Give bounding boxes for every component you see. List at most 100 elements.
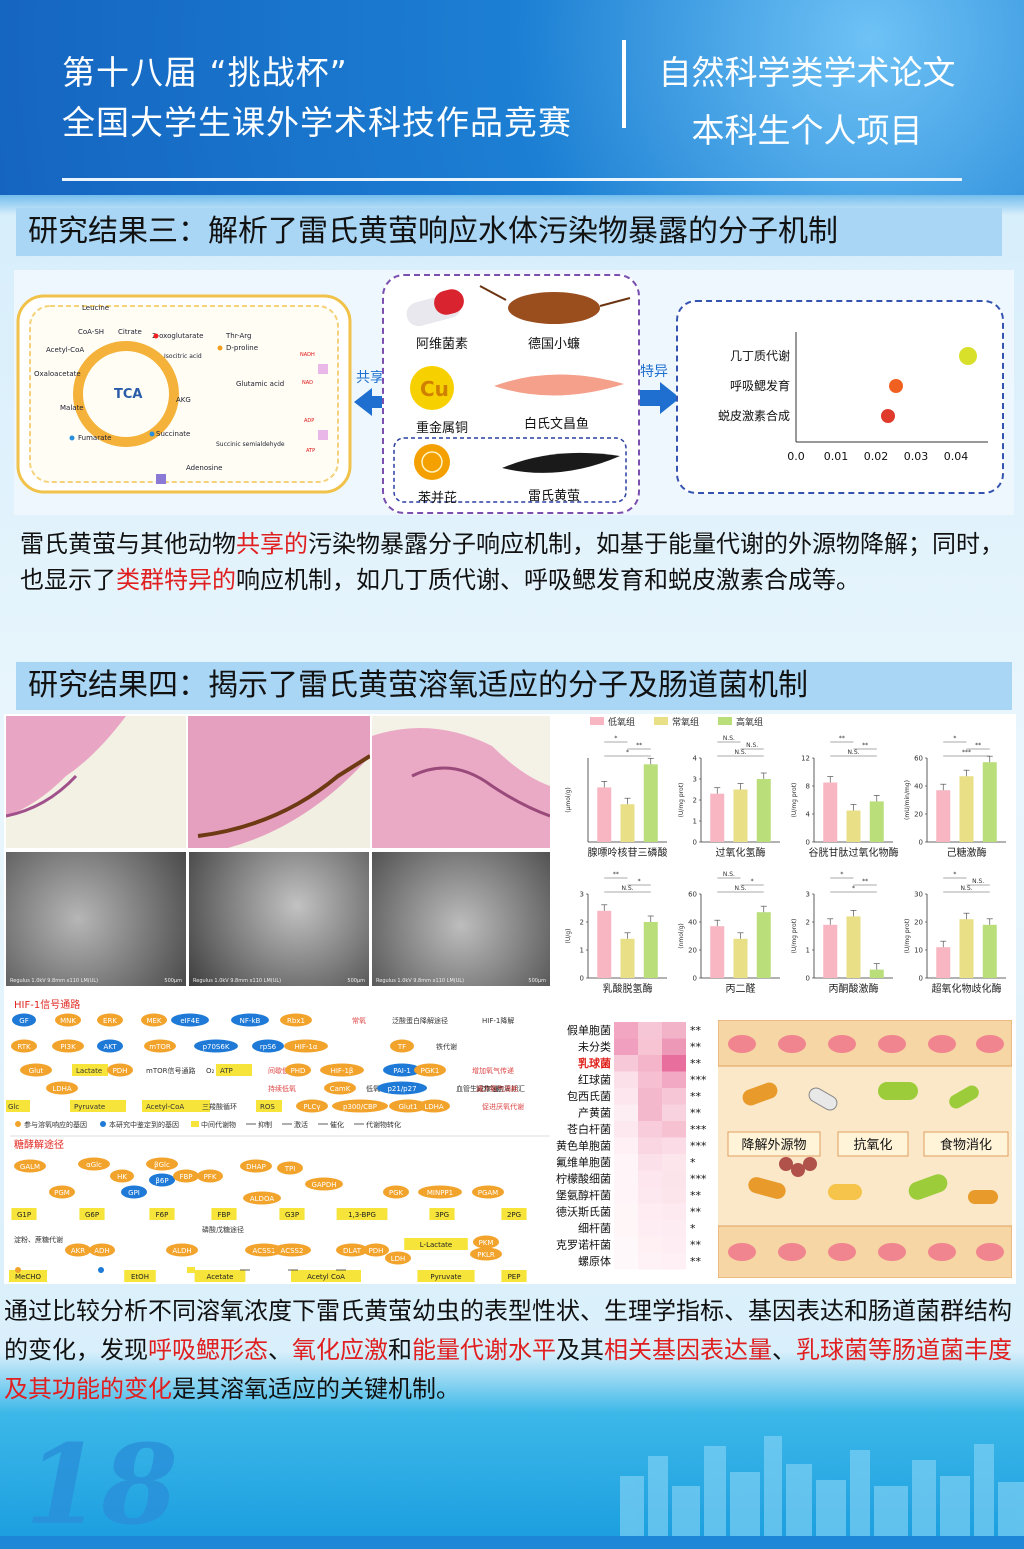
heatmap-svg: 假单胞菌**未分类**乳球菌**红球菌***包西氏菌**产黄菌**苍白杆菌***…: [545, 1022, 707, 1270]
gut-function-labels: 降解外源物 抗氧化 食物消化: [727, 1131, 1009, 1157]
coa-label: CoA-SH: [78, 328, 104, 336]
competition-line1: 第十八届 “挑战杯”: [62, 53, 348, 92]
bar: [959, 919, 974, 978]
pathway-text: 持续低氧: [268, 1084, 296, 1093]
heatmap-cell: [662, 1088, 686, 1105]
bar-tick-label: 3: [693, 776, 697, 784]
pathway-node-label: eIF4E: [180, 1017, 199, 1025]
bar-tick-label: 2: [693, 797, 697, 805]
heatmap-taxon: 鞘堡氨醇杆菌: [556, 1188, 611, 1202]
heatmap-cell: [638, 1187, 662, 1204]
pathway-node-label: MNK: [60, 1017, 76, 1025]
heatmap-cell: [638, 1203, 662, 1220]
dotplot-category: 呼吸鳃发育: [730, 378, 790, 393]
bar-tick-label: 2: [580, 919, 584, 927]
pathway-node-label: PAI-1: [393, 1067, 411, 1075]
pathway-node: [14, 1159, 46, 1173]
heatmap-taxon: 螺原体: [578, 1254, 611, 1268]
bar-tick-label: 40: [914, 783, 923, 791]
sig-label: **: [862, 878, 868, 885]
pathway-node-label: ACSS1: [253, 1247, 276, 1255]
heatmap-cell: [662, 1220, 686, 1237]
heatmap-taxon: 克罗诺杆菌: [556, 1238, 611, 1252]
metabolite-box: [11, 1208, 37, 1220]
metabolite-box: [216, 1064, 252, 1076]
metabolite-box: [417, 1270, 475, 1282]
city-skyline: [620, 1436, 1024, 1536]
sig-label: **: [613, 871, 619, 878]
pathway-node: [49, 1185, 75, 1199]
heatmap-cell: [614, 1038, 638, 1055]
pathway-text: ATP: [220, 1067, 233, 1075]
sem-scale: 500μm: [347, 978, 365, 984]
pathway-node: [273, 1243, 311, 1257]
text-run: 通过比较分析不同溶氧浓度下雷氏黄萤幼虫的表型性状、生理学指标、基因表达和肠道菌群…: [4, 1297, 1012, 1364]
pathway-node: [65, 1243, 91, 1257]
acetyl-label: Acetyl-CoA: [46, 346, 84, 354]
pathway-text: 激活: [294, 1120, 308, 1129]
pathway-node-label: PHD: [291, 1067, 306, 1075]
bar-tick-label: 20: [688, 947, 697, 955]
pathway-node: [231, 1013, 269, 1027]
section3-paragraph: 雷氏黄萤与其他动物共享的污染物暴露分子响应机制，如基于能量代谢的外源物降解；同时…: [20, 526, 1010, 598]
bar-panel-title: 谷胱甘肽过氧化物酶: [809, 846, 899, 859]
heatmap-taxon: 氟维单胞菌: [556, 1156, 611, 1169]
metabolite-box: [291, 1270, 361, 1282]
pathway-node-label: Glut: [29, 1067, 44, 1075]
heatmap-taxon: 假黄色单胞菌: [556, 1139, 611, 1153]
pollutant-name: 雷氏黄萤: [528, 489, 580, 504]
bar-tick-label: 40: [688, 919, 697, 927]
heatmap-cell: [638, 1121, 662, 1138]
hif-pathway-title: HIF-1信号通路: [14, 998, 80, 1011]
pathway-node-label: NF-kB: [240, 1017, 261, 1025]
heatmap-cell: [614, 1154, 638, 1171]
bar-y-label: (μmol/g): [565, 787, 572, 813]
succinate-label: Succinate: [156, 430, 190, 438]
pathway-node: [12, 1013, 36, 1027]
pathway-node: [390, 1039, 414, 1053]
malate-label: Malate: [60, 404, 84, 412]
heatmap-taxon: 红球菌: [578, 1073, 611, 1087]
dotplot-category: 几丁质代谢: [730, 348, 790, 363]
pathway-node: [121, 1185, 147, 1199]
pathway-node-label: PGK1: [421, 1067, 440, 1075]
bar-tick-label: 60: [914, 755, 923, 763]
heatmap-cell: [614, 1055, 638, 1072]
sig-label: N.S.: [972, 878, 984, 885]
legend-marker: [98, 1267, 104, 1273]
pathway-node: [385, 1251, 411, 1265]
tca-label: TCA: [114, 387, 142, 402]
pathway-node: [194, 1039, 238, 1053]
pathway-node: [414, 1063, 446, 1077]
sig-label: *: [953, 871, 956, 878]
sem-images: Regulus 1.0kV 9.8mm x110 LM(UL) 500μm Re…: [6, 852, 550, 986]
section4-figure: Regulus 1.0kV 9.8mm x110 LM(UL) 500μm Re…: [4, 714, 1016, 1284]
sig-label: N.S.: [723, 735, 735, 742]
bar-panel-title: 腺嘌呤核苷三磷酸: [588, 846, 668, 859]
gut-heatmap: 假单胞菌**未分类**乳球菌**红球菌***包西氏菌**产黄菌**苍白杆菌***…: [545, 1018, 716, 1278]
sem-image-hyperoxia: Regulus 1.0kV 9.8mm x110 LM(UL) 500μm: [372, 852, 550, 986]
pathway-node: [55, 1013, 81, 1027]
dotplot-x-tick: 0.02: [864, 450, 889, 463]
pathway-node: [284, 1039, 328, 1053]
adenosine-marker: [156, 474, 166, 484]
pathway-node: [78, 1157, 110, 1171]
heatmap-cell: [614, 1071, 638, 1088]
pathway-node-label: ADH: [94, 1247, 109, 1255]
bar: [620, 804, 635, 842]
pathway-node: [20, 1063, 52, 1077]
heatmap-significance: **: [690, 1189, 702, 1202]
dotplot-x-tick: 0.01: [824, 450, 849, 463]
pathway-text: Acetyl-CoA: [146, 1103, 184, 1111]
glutamic-label: Glutamic acid: [236, 380, 284, 388]
metabolite-box: [79, 1208, 105, 1220]
pathway-node-label: RTK: [17, 1043, 31, 1051]
cockroach-icon: [479, 285, 631, 324]
pathway-node-label: PGM: [54, 1189, 70, 1197]
legend-label: 高氧组: [736, 716, 763, 728]
sig-label: N.S.: [723, 871, 735, 878]
fumarate-label: Fumarate: [78, 434, 111, 442]
pathway-node-label: PLCγ: [303, 1103, 320, 1111]
heatmap-taxon: 苍白杆菌: [567, 1122, 611, 1136]
